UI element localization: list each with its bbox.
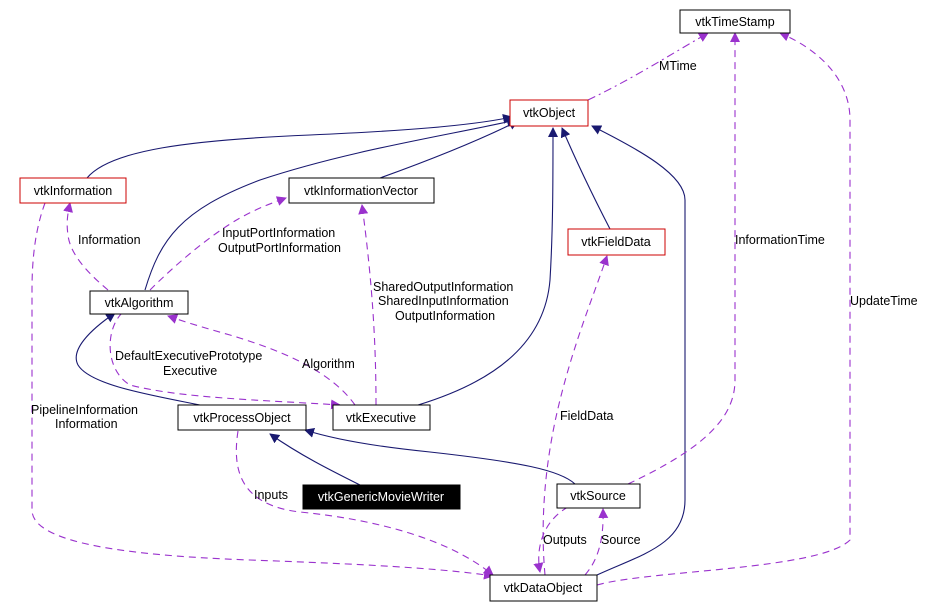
- edge-executive-to-object: [417, 127, 558, 406]
- node-label: vtkFieldData: [581, 235, 651, 249]
- label-field-data: FieldData: [560, 409, 614, 423]
- node-vtksource[interactable]: vtkSource: [556, 483, 641, 509]
- label-inputs: Inputs: [254, 488, 288, 502]
- edge-dataobject-source: [584, 508, 609, 576]
- label-shared-1: SharedOutputInformation: [373, 280, 513, 294]
- label-algorithm: Algorithm: [302, 357, 355, 371]
- node-vtktimestamp[interactable]: vtkTimeStamp: [679, 9, 791, 34]
- edge-processobject-dataobject: [235, 430, 494, 576]
- node-vtkprocessobject[interactable]: vtkProcessObject: [177, 404, 307, 431]
- edge-fielddata-to-object: [560, 127, 611, 230]
- edge-algorithm-infovector: [149, 196, 287, 291]
- edge-source-to-processobject: [304, 427, 576, 485]
- edge-fielddata-dataobject: [542, 255, 609, 576]
- node-label: vtkAlgorithm: [105, 296, 174, 310]
- node-label: vtkInformation: [34, 184, 113, 198]
- edge-dataobject-timestamp: [596, 31, 851, 586]
- edge-executive-algorithm: [167, 314, 356, 406]
- label-mtime: MTime: [659, 59, 697, 73]
- edge-information-dataobject: [31, 202, 494, 580]
- label-pipeline-1: PipelineInformation: [31, 403, 138, 417]
- node-vtkalgorithm[interactable]: vtkAlgorithm: [89, 290, 189, 315]
- label-default-exec-1: DefaultExecutivePrototype: [115, 349, 262, 363]
- edge-infovector-to-object: [379, 120, 519, 179]
- edge-writer-to-processobject: [269, 433, 361, 486]
- node-vtkexecutive[interactable]: vtkExecutive: [332, 404, 431, 431]
- label-default-exec-2: Executive: [163, 364, 217, 378]
- edge-executive-infovector: [358, 204, 377, 406]
- label-information-time: InformationTime: [735, 233, 825, 247]
- edge-information-to-object: [86, 113, 513, 179]
- node-vtkobject[interactable]: vtkObject: [509, 99, 589, 127]
- label-port-info-1: InputPortInformation: [222, 226, 335, 240]
- edge-dataobject-to-object: [591, 125, 686, 576]
- label-update-time: UpdateTime: [850, 294, 918, 308]
- label-shared-2: SharedInputInformation: [378, 294, 509, 308]
- label-outputs: Outputs: [543, 533, 587, 547]
- node-label: vtkObject: [523, 106, 576, 120]
- node-label: vtkSource: [570, 489, 626, 503]
- inheritance-edges: [75, 113, 686, 576]
- edge-algorithm-to-object: [144, 117, 517, 291]
- node-label: vtkInformationVector: [304, 184, 418, 198]
- node-label: vtkProcessObject: [193, 411, 291, 425]
- node-vtkinformation[interactable]: vtkInformation: [19, 177, 127, 204]
- node-label: vtkExecutive: [346, 411, 416, 425]
- label-shared-3: OutputInformation: [395, 309, 495, 323]
- node-label: vtkGenericMovieWriter: [318, 490, 444, 504]
- edge-algorithm-executive: [109, 312, 341, 410]
- usage-edges: [31, 31, 851, 586]
- node-vtkfielddata[interactable]: vtkFieldData: [567, 228, 666, 256]
- label-pipeline-2: Information: [55, 417, 118, 431]
- edge-source-dataobject: [533, 506, 569, 573]
- node-label: vtkDataObject: [504, 581, 583, 595]
- node-vtkdataobject[interactable]: vtkDataObject: [489, 574, 598, 602]
- label-port-info-2: OutputPortInformation: [218, 241, 341, 255]
- node-vtkinformationvector[interactable]: vtkInformationVector: [288, 177, 435, 204]
- edge-labels: MTime Information InputPortInformation O…: [31, 59, 918, 547]
- label-source: Source: [601, 533, 641, 547]
- edge-processobject-to-algorithm: [75, 312, 201, 406]
- edge-source-timestamp: [627, 32, 740, 485]
- node-vtkgenericmoviewriter[interactable]: vtkGenericMovieWriter: [302, 484, 461, 510]
- node-label: vtkTimeStamp: [695, 15, 774, 29]
- label-information: Information: [78, 233, 141, 247]
